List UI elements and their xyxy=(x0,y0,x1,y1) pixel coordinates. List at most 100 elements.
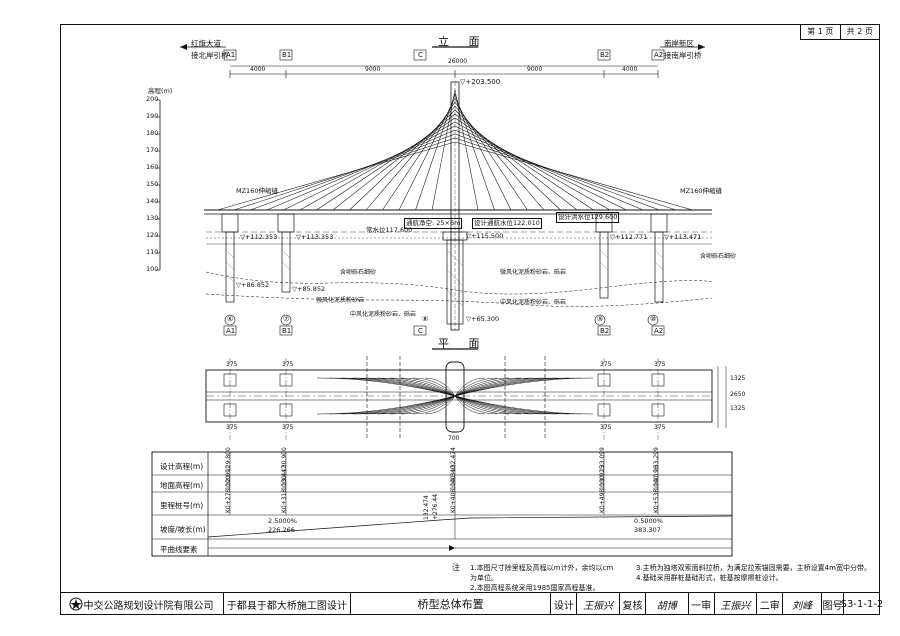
stay-cable xyxy=(431,89,456,211)
elev-tick-label: 200 xyxy=(146,95,159,103)
plan-cable xyxy=(454,377,486,397)
elev-axis-label: 高程(m) xyxy=(148,87,173,95)
axis-top-a1: A1 xyxy=(226,51,236,59)
span-4: 4000 xyxy=(622,66,638,73)
plan-cable xyxy=(454,395,498,415)
axis-bottom-b2: B2 xyxy=(600,327,610,335)
axis-top-a2: A2 xyxy=(654,51,664,59)
vertical-curve-station: +276.44 xyxy=(432,493,439,520)
plan-cable xyxy=(454,395,582,415)
design-signature: 王振兴 xyxy=(577,593,620,615)
pier-elev-a2: ▽+113.471 xyxy=(664,233,702,241)
stay-cable xyxy=(454,129,644,211)
station-value: K0+278.000 xyxy=(225,475,232,513)
plan-cable xyxy=(454,395,570,415)
stay-cable xyxy=(454,121,611,211)
plan-cable xyxy=(412,395,456,415)
review-signature: 胡博 xyxy=(646,593,689,615)
elev-tick-label: 190 xyxy=(146,112,159,120)
plan-cable xyxy=(454,395,522,415)
plan-cable xyxy=(400,395,456,415)
station-value: K0+318.000 xyxy=(281,475,288,513)
elev-tick-label: 130 xyxy=(146,214,159,222)
stay-cable xyxy=(454,125,627,211)
plan-cable xyxy=(400,377,456,397)
plan-cable xyxy=(454,377,498,397)
elev-tick-label: 100 xyxy=(146,265,159,273)
notes-right: 3.主桥为独塔双索面斜拉桥，为满足拉索锚固需要，主桥设置4m宽中分带。 4.基础… xyxy=(636,563,876,583)
notes-left: 1.本图尺寸除里程及高程以m计外，余均以cm为单位。 2.本图高程系统采用198… xyxy=(470,563,620,593)
stay-cable xyxy=(266,129,456,211)
vertical-curve-elev: 132.474 xyxy=(423,495,430,520)
plan-cable xyxy=(454,377,570,397)
pier-number-6: ⑥ xyxy=(227,315,234,323)
stay-cable xyxy=(454,141,693,211)
plan-cable xyxy=(412,377,456,397)
table-row-label: 地面高程(m) xyxy=(160,481,204,490)
plan-cable xyxy=(454,377,510,397)
table-row-label: 里程桩号(m) xyxy=(160,501,204,510)
plan-right-dim-total: 2650 xyxy=(730,391,746,398)
pier-elev-b2: ▽+112.771 xyxy=(610,233,648,241)
note-3: 3.主桥为独塔双索面斜拉桥，为满足拉索锚固需要，主桥设置4m宽中分带。 xyxy=(636,564,871,572)
check1-label: 一审 xyxy=(689,593,715,615)
station-value: K0+408.000 xyxy=(450,475,457,513)
pier-number-8: ⑧ xyxy=(422,315,429,323)
plan-cable xyxy=(388,377,456,397)
stay-cable xyxy=(349,109,456,211)
grade-left-length: 226.266 xyxy=(268,526,295,534)
stay-cable xyxy=(283,125,456,211)
elevation-heading: 立 面 xyxy=(438,35,488,48)
stay-cable xyxy=(454,117,594,211)
soil-label-2: 微风化泥质粉砂岩、砾岩 xyxy=(500,269,567,276)
pile-bottom-c: ▽+65.300 xyxy=(466,315,500,323)
span-1: 4000 xyxy=(250,66,266,73)
stay-cable xyxy=(454,89,479,211)
plan-cable xyxy=(376,377,456,397)
review-label: 复核 xyxy=(620,593,646,615)
soil-label-4: 中风化泥质粉砂岩、砾岩 xyxy=(350,311,417,318)
axis-bottom-b1: B1 xyxy=(282,327,292,335)
plan-cable xyxy=(454,395,486,415)
stay-cable xyxy=(454,133,660,211)
pile-bottom-a1: ▽+86.852 xyxy=(236,281,270,289)
note-1: 1.本图尺寸除里程及高程以m计外，余均以cm为单位。 xyxy=(470,564,614,582)
drawing-frame xyxy=(60,24,880,615)
page-indicator: 第 1 页 共 2 页 xyxy=(800,24,880,40)
station-value: K0+498.000 xyxy=(599,475,606,513)
span-3: 9000 xyxy=(527,66,543,73)
plan-dim-bottom-3: 375 xyxy=(600,424,612,431)
plan-cable xyxy=(454,395,558,415)
tower-top-elev: ▽+203.500 xyxy=(460,78,501,86)
plan-cable xyxy=(328,377,456,397)
grade-right: 0.5000% xyxy=(634,517,663,525)
soil-label-1: 含卵砾石细砂 xyxy=(340,269,377,276)
plan-right-dim-1: 1325 xyxy=(730,375,746,382)
notes-label: 注 xyxy=(452,563,460,572)
axis-bottom-a1: A1 xyxy=(226,327,236,335)
soil-label-6: 中风化泥质粉砂岩、砾岩 xyxy=(500,299,567,306)
span-total: 26000 xyxy=(448,58,468,65)
axis-top-b1: B1 xyxy=(282,51,292,59)
elev-tick-label: 110 xyxy=(146,248,159,256)
plan-cable xyxy=(454,377,582,397)
pier-elev-c: ▽+115.500 xyxy=(466,232,504,240)
elev-tick-label: 120 xyxy=(146,231,159,239)
design-flood-level: 设计通航水位122.010 xyxy=(472,218,542,229)
axis-bottom-a2: A2 xyxy=(654,327,664,335)
plan-cable xyxy=(454,395,594,415)
drawing-title: 桥型总体布置 xyxy=(351,593,552,615)
soil-label-3: 强风化泥质粉砂岩 xyxy=(316,297,365,304)
pier-number-9: ⑨ xyxy=(597,315,604,323)
plan-cable xyxy=(454,395,534,415)
page-current: 第 1 页 xyxy=(807,27,834,36)
stay-cable xyxy=(233,137,456,211)
grade-right-length: 383.307 xyxy=(634,526,661,534)
pier-elev-a1: ▽+112.353 xyxy=(240,233,278,241)
stay-cable xyxy=(250,133,456,211)
axis-top-c: C xyxy=(418,51,423,59)
stay-cable xyxy=(332,113,456,211)
soil-label-5: 含卵砾石细砂 xyxy=(700,253,737,260)
elev-tick-label: 170 xyxy=(146,146,159,154)
plan-right-dim-2: 1325 xyxy=(730,405,746,412)
